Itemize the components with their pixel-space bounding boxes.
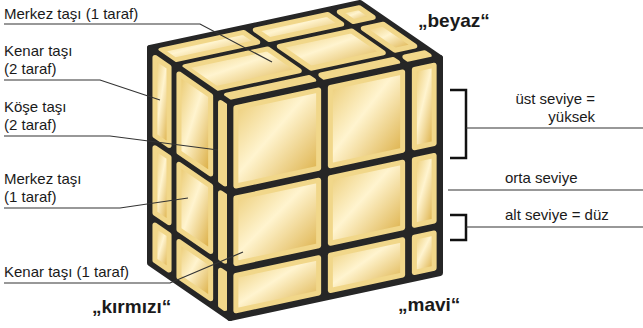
piece-label: Köşe taşı (2 taraf) bbox=[4, 98, 78, 134]
cube-piece bbox=[179, 74, 211, 174]
cube-piece bbox=[330, 162, 402, 243]
cube-piece bbox=[363, 24, 414, 50]
cube-piece bbox=[155, 225, 169, 270]
leader-lines bbox=[4, 24, 643, 283]
leader-line bbox=[466, 226, 643, 227]
cube-piece bbox=[179, 242, 211, 299]
cube-piece bbox=[330, 240, 402, 291]
cube-piece bbox=[221, 270, 226, 308]
piece-label: Kenar taşı (1 taraf) bbox=[4, 263, 129, 281]
face-color-label: „mavi“ bbox=[398, 294, 460, 316]
piece-label: Kenar taşı (2 taraf) bbox=[4, 42, 84, 78]
level-label: alt seviye = düz bbox=[505, 206, 609, 224]
leader-line bbox=[4, 80, 160, 100]
cube-piece bbox=[414, 65, 434, 148]
piece-label: Merkez taşı (1 taraf) bbox=[4, 5, 138, 23]
cube-piece bbox=[221, 193, 226, 262]
cube-piece bbox=[414, 156, 434, 226]
cube-piece bbox=[414, 233, 434, 273]
cube-drawing bbox=[150, 3, 440, 318]
leader-line bbox=[4, 136, 218, 150]
level-bracket bbox=[450, 215, 466, 240]
face-color-label: „beyaz“ bbox=[418, 10, 490, 32]
cube-face bbox=[230, 58, 440, 318]
cube-piece bbox=[330, 72, 402, 166]
cube-piece bbox=[155, 57, 169, 145]
cube-piece bbox=[236, 90, 319, 186]
leader-line bbox=[4, 252, 243, 283]
level-bracket bbox=[450, 90, 466, 158]
face-color-label: „kırmızı“ bbox=[92, 296, 171, 318]
cube-face bbox=[150, 48, 230, 318]
cube-piece bbox=[339, 8, 373, 22]
cube-piece bbox=[236, 258, 319, 311]
cube-piece bbox=[221, 102, 226, 183]
cube-piece bbox=[155, 148, 169, 223]
level-label: orta seviye bbox=[505, 169, 578, 187]
level-label: üst seviye = yüksek bbox=[500, 90, 595, 126]
cube-piece bbox=[179, 164, 211, 251]
leader-line bbox=[448, 189, 643, 190]
piece-label: Merkez taşı (1 taraf) bbox=[4, 170, 88, 206]
cube-piece bbox=[236, 180, 319, 263]
leader-line bbox=[466, 127, 643, 128]
